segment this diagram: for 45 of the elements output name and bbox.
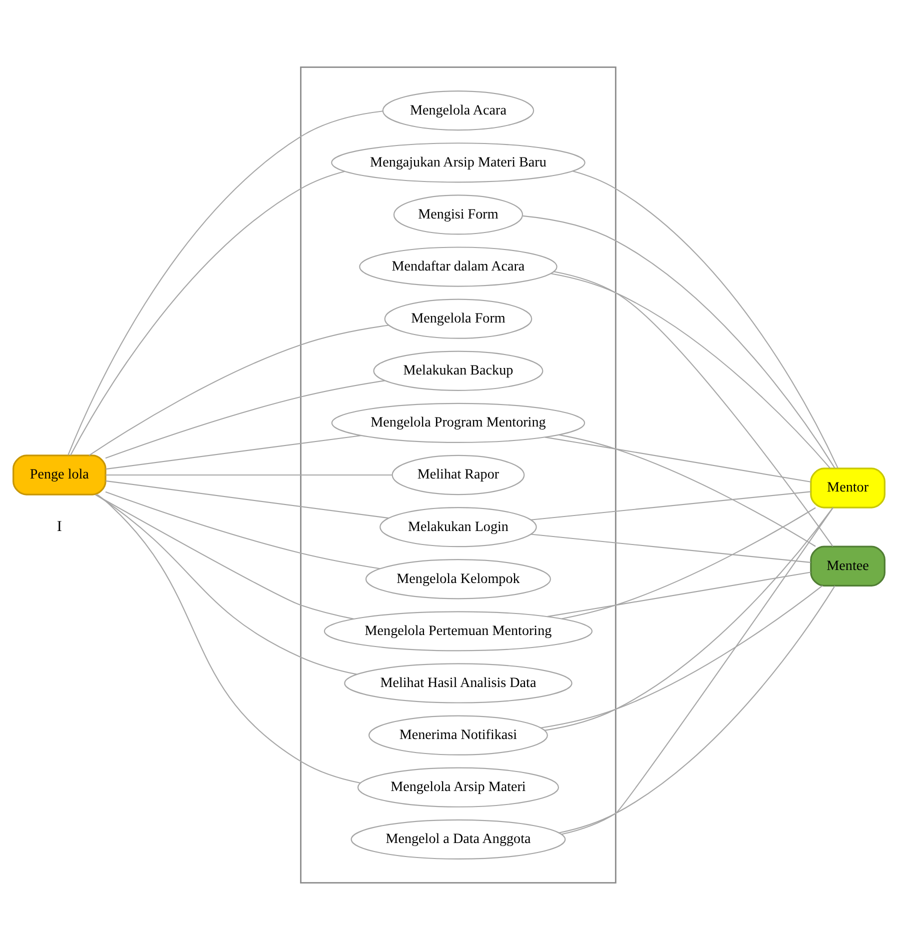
- connector: [540, 585, 822, 728]
- node-ellipse: Menerima Notifikasi: [368, 715, 548, 756]
- connector: [70, 170, 344, 456]
- connector: [558, 434, 816, 547]
- node-box: Mentee: [810, 546, 885, 586]
- connector: [546, 572, 810, 618]
- node-ellipse: Melihat Hasil Analisis Data: [344, 663, 572, 704]
- node-ellipse: Melakukan Login: [379, 507, 536, 548]
- connector: [572, 170, 838, 468]
- node-ellipse: Mengelola Form: [384, 298, 532, 339]
- connector: [544, 507, 833, 731]
- connector: [530, 491, 810, 520]
- node-ellipse: Mendaftar dalam Acara: [358, 246, 557, 287]
- connector: [105, 434, 362, 470]
- node-ellipse: Mengisi Form: [392, 194, 523, 235]
- connector: [104, 491, 380, 570]
- node-ellipse: Mengelol a Data Anggota: [350, 819, 566, 860]
- node-ellipse: Melakukan Backup: [372, 350, 543, 391]
- connector: [104, 380, 385, 459]
- node-ellipse: Mengelola Acara: [382, 90, 534, 131]
- cluster: [300, 66, 616, 884]
- node-ellipse: Mengelola Kelompok: [364, 559, 551, 600]
- node-ellipse: Mengelola Arsip Materi: [356, 767, 559, 808]
- connector: [561, 507, 816, 620]
- connector: [530, 534, 810, 564]
- connector: [94, 494, 356, 675]
- connector: [96, 494, 360, 784]
- node-ellipse: Mengelola Program Mentoring: [330, 402, 585, 443]
- connector: [94, 494, 354, 620]
- connector: [105, 480, 388, 519]
- connector: [67, 110, 382, 456]
- connector: [105, 474, 392, 476]
- node-ellipse: Melihat Rapor: [391, 454, 524, 496]
- connector: [550, 273, 830, 469]
- node-ellipse: Mengelola Pertemuan Mentoring: [323, 611, 592, 652]
- connector: [544, 436, 810, 482]
- node-box: Penge lola: [12, 454, 106, 496]
- node-ellipse: Mengajukan Arsip Materi Baru: [330, 142, 585, 183]
- label: I: [56, 518, 62, 536]
- node-box: Mentor: [810, 468, 885, 508]
- connector: [558, 586, 835, 834]
- connector: [553, 271, 833, 547]
- connector: [88, 324, 388, 456]
- connector: [560, 507, 834, 835]
- connector: [522, 215, 835, 468]
